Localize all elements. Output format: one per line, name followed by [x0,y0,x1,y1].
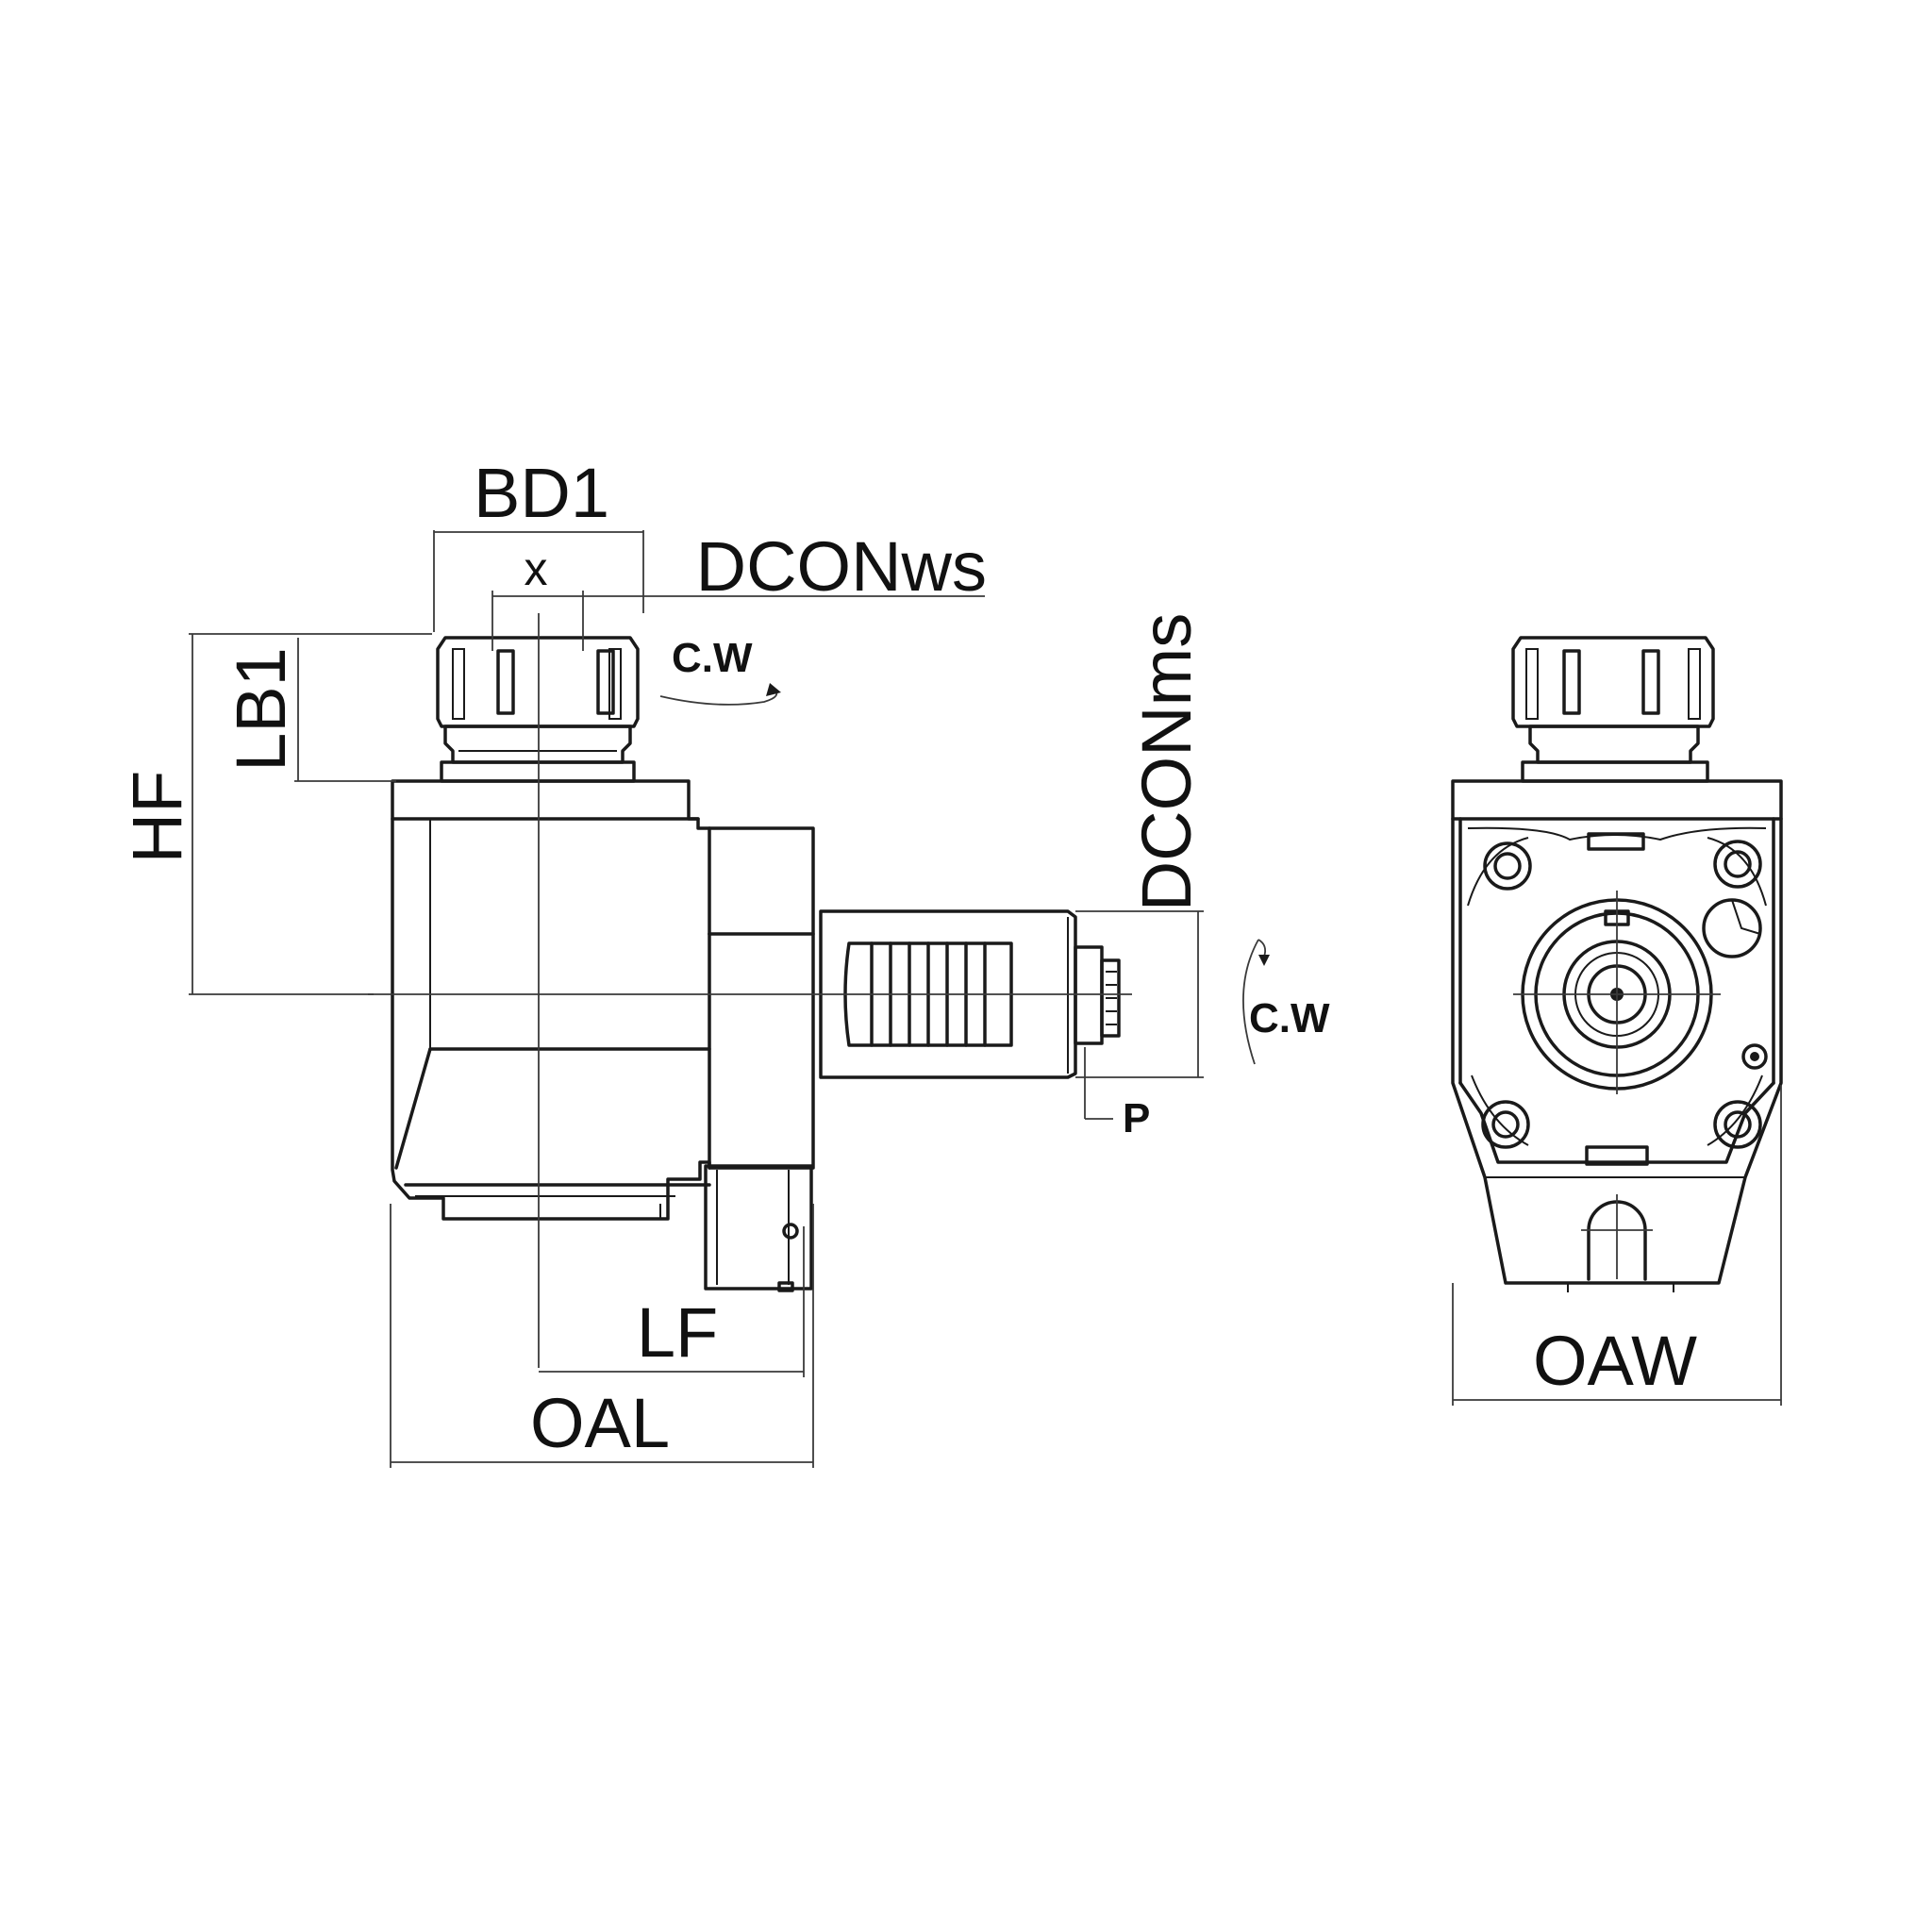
front-body [1451,779,1783,1292]
front-spindle [1513,891,1721,1094]
cw-side-label: C.W [1249,995,1330,1041]
center-lines [368,613,1132,1368]
front-small-hole [1741,1043,1768,1070]
dcon-ws-label: DCONws [696,527,987,606]
spindle-neck [440,724,636,783]
clamp-block [704,1164,813,1292]
bd1-label: BD1 [474,454,609,532]
front-bolt-bottom-right [1713,1100,1762,1149]
oal-label: OAL [530,1384,670,1462]
oaw-label: OAW [1533,1322,1697,1400]
rotation-arrow-top [659,683,781,706]
front-bolt-top-left [1483,841,1532,891]
hf-label: HF [118,771,196,864]
front-key-slot [1581,1194,1653,1281]
front-view: OAW [1451,636,1783,1406]
lb1-label: LB1 [222,647,300,772]
front-collet-nut [1511,636,1715,783]
front-bolt-bottom-left [1481,1100,1530,1149]
lf-label: LF [637,1293,718,1372]
rotation-arrow-side [1242,939,1270,1065]
front-port [1702,898,1762,958]
side-view: BD1 x DCONws C.W LB1 HF DCONms C.W P LF … [118,454,1330,1468]
front-bolt-top-right [1713,840,1762,889]
x-label: x [525,542,548,595]
cw-top-label: C.W [672,635,753,681]
p-label: P [1123,1095,1150,1141]
dimension-lines [189,530,1204,1468]
dcon-ms-label: DCONms [1127,613,1206,912]
oaw-dimension [1452,1085,1782,1406]
main-body [391,779,815,1221]
collet-nut [436,636,640,728]
